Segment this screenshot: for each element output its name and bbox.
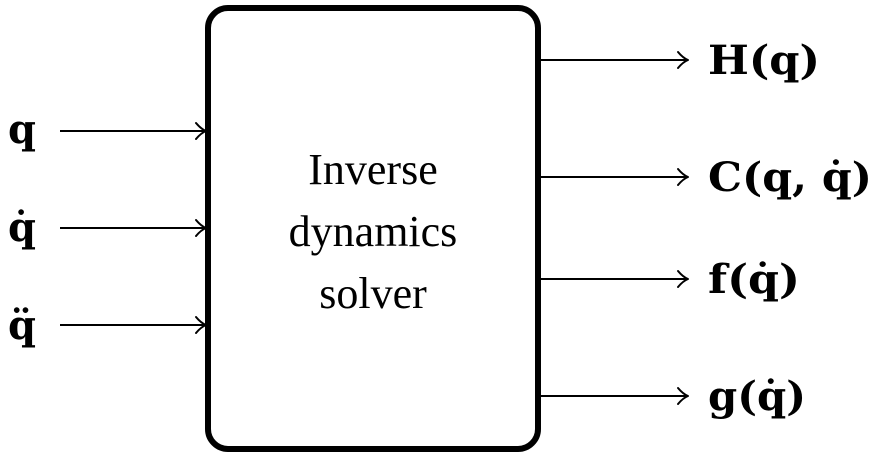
solver-label-line-3: solver	[319, 269, 427, 318]
output-label-g: g(q̇)	[708, 373, 806, 420]
output-label-h: H(q)	[708, 37, 820, 84]
solver-label-line-1: Inverse	[308, 145, 438, 194]
input-label-q-dot: q̇	[8, 204, 36, 251]
solver-label-line-2: dynamics	[289, 207, 458, 256]
output-arrow-g	[540, 387, 689, 405]
output-arrow-h	[540, 51, 689, 69]
input-arrow-q-dot	[60, 219, 207, 237]
output-arrow-f	[540, 270, 689, 288]
solver-block	[205, 5, 541, 452]
input-label-q-ddot: q̈	[8, 302, 36, 349]
output-label-c: C(q, q̇)	[708, 154, 872, 201]
input-arrow-q	[60, 122, 207, 140]
input-label-q: q	[8, 106, 36, 153]
input-arrow-q-ddot	[60, 316, 207, 334]
output-label-f: f(q̇)	[708, 256, 800, 303]
output-arrow-c	[540, 168, 689, 186]
